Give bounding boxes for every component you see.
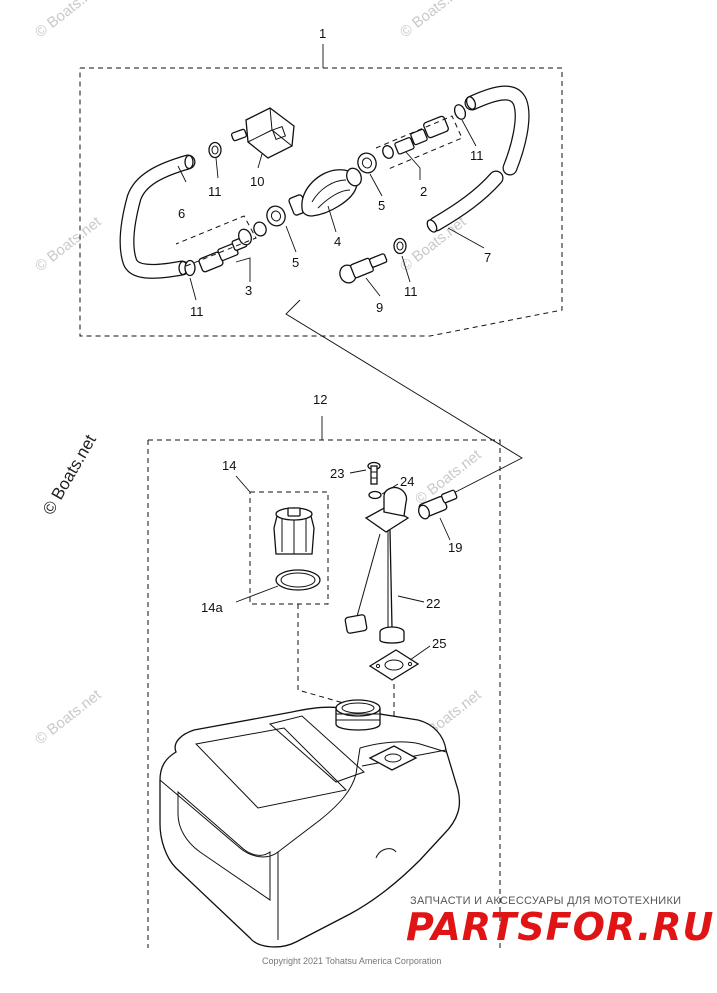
callout-14a: 14a bbox=[201, 600, 223, 615]
callout-23: 23 bbox=[330, 466, 344, 481]
connector-2 bbox=[382, 115, 449, 159]
watermarks: © Boats.net © Boats.net © Boats.net © Bo… bbox=[32, 0, 485, 748]
connector-10 bbox=[230, 107, 295, 159]
gasket-25 bbox=[368, 649, 420, 681]
callout-25: 25 bbox=[432, 636, 446, 651]
callout-12: 12 bbox=[313, 392, 327, 407]
callout-14: 14 bbox=[222, 458, 236, 473]
fuel-gauge-22 bbox=[344, 486, 410, 644]
callout-5: 5 bbox=[378, 198, 385, 213]
brand-logo: PARTSFOR.RU bbox=[406, 905, 714, 949]
callout-24: 24 bbox=[400, 474, 414, 489]
callout-19: 19 bbox=[448, 540, 462, 555]
fitting-19 bbox=[418, 489, 458, 520]
callout-10: 10 bbox=[250, 174, 264, 189]
footer: ЗАПЧАСТИ И АКСЕССУАРЫ ДЛЯ МОТОТЕХНИКИ PA… bbox=[262, 895, 714, 966]
promo-text: ЗАПЧАСТИ И АКСЕССУАРЫ ДЛЯ МОТОТЕХНИКИ bbox=[410, 895, 681, 907]
callout-3: 3 bbox=[245, 283, 252, 298]
washer-24 bbox=[368, 490, 382, 500]
o-ring-14a bbox=[275, 569, 321, 591]
callout-2: 2 bbox=[420, 184, 427, 199]
callout-1: 1 bbox=[319, 26, 326, 41]
fuel-line-assembly: 1 bbox=[79, 26, 563, 337]
primer-bulb bbox=[288, 167, 362, 217]
watermark-large: © Boats.net bbox=[39, 431, 100, 518]
callout-11: 11 bbox=[470, 148, 484, 163]
fitting-9 bbox=[339, 253, 388, 284]
callout-11: 11 bbox=[208, 184, 222, 199]
callout-5: 5 bbox=[292, 255, 299, 270]
callout-7: 7 bbox=[484, 250, 491, 265]
callout-4: 4 bbox=[334, 234, 341, 249]
copyright: Copyright 2021 Tohatsu America Corporati… bbox=[262, 956, 441, 966]
callout-6: 6 bbox=[178, 206, 185, 221]
connection-line bbox=[285, 299, 523, 501]
connector-3 bbox=[198, 228, 252, 273]
screw-23 bbox=[367, 461, 381, 485]
callout-11: 11 bbox=[190, 304, 204, 319]
callout-22: 22 bbox=[426, 596, 440, 611]
fuel-cap bbox=[273, 507, 315, 555]
watermark: © Boats.net bbox=[32, 0, 105, 41]
watermark: © Boats.net bbox=[32, 686, 105, 748]
callout-9: 9 bbox=[376, 300, 383, 315]
fuel-tank-assembly: 12 14 14a 23 24 bbox=[147, 392, 501, 948]
callout-11: 11 bbox=[404, 284, 418, 299]
fuel-tank bbox=[159, 699, 461, 948]
watermark: © Boats.net bbox=[397, 0, 470, 41]
watermark: © Boats.net bbox=[32, 213, 105, 275]
